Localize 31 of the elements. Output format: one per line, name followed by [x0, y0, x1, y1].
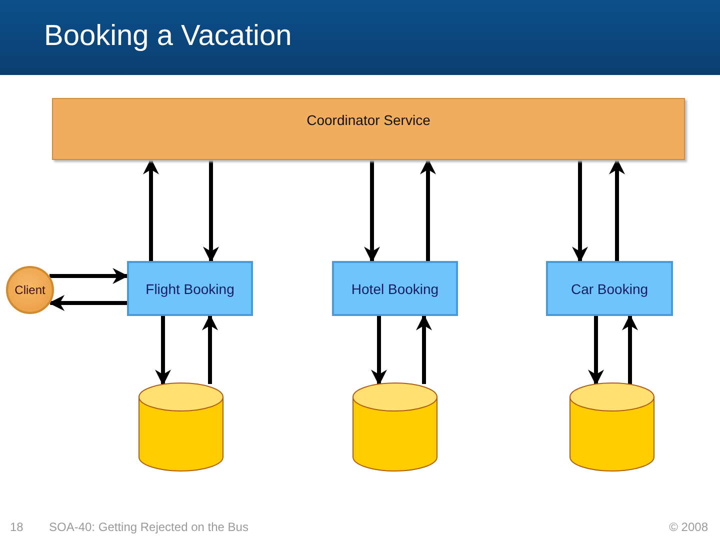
- arrow: [420, 158, 436, 261]
- node-label: Flight Booking: [146, 280, 234, 296]
- arrow: [203, 160, 219, 263]
- arrow: [50, 268, 129, 284]
- database-cylinder: [352, 382, 438, 472]
- client-circle: [6, 266, 54, 314]
- arrow: [622, 314, 638, 384]
- arrow: [202, 314, 218, 384]
- arrow: [155, 316, 171, 386]
- service-box: [332, 261, 458, 316]
- arrow: [609, 158, 625, 261]
- database-cylinder: [569, 382, 655, 472]
- arrow: [416, 314, 432, 384]
- arrow: [371, 316, 387, 386]
- node-label: Car Booking: [570, 280, 648, 296]
- arrow: [588, 316, 604, 386]
- arrow: [364, 160, 380, 263]
- footer-text: 18: [10, 520, 24, 534]
- node-label: Coordinator Service: [306, 112, 430, 128]
- arrow: [48, 295, 127, 311]
- footer-text: SOA-40: Getting Rejected on the Bus: [49, 520, 248, 534]
- node-label: Hotel Booking: [351, 280, 439, 296]
- database-cylinder: [138, 382, 224, 472]
- arrow: [143, 158, 159, 261]
- service-band: [52, 98, 685, 160]
- service-box: [127, 261, 253, 316]
- node-label: Client: [14, 283, 46, 297]
- arrow: [572, 160, 588, 263]
- footer-text: © 2008: [669, 520, 708, 534]
- service-box: [546, 261, 673, 316]
- slide-title: Booking a Vacation: [44, 20, 292, 53]
